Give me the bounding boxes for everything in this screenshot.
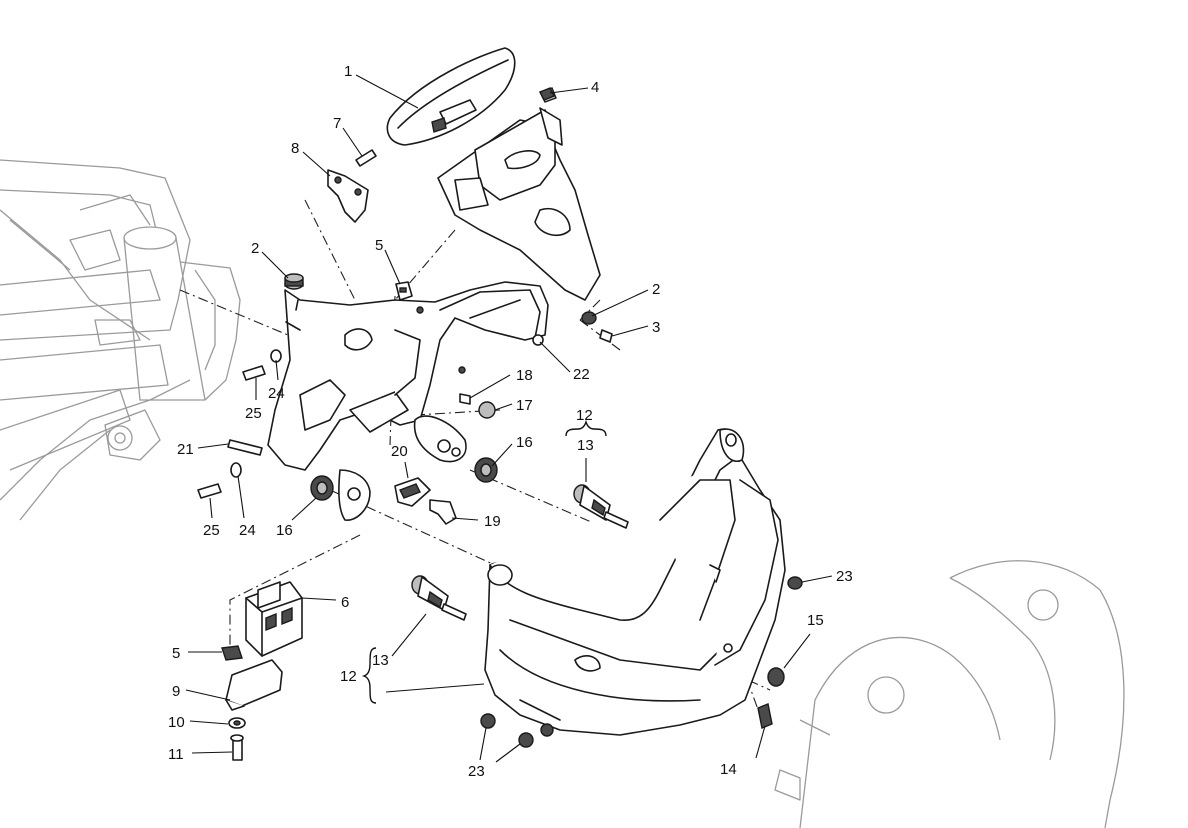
callout-18: 18 (516, 367, 533, 384)
callout-14: 14 (720, 761, 737, 778)
fairing-outline (774, 560, 1125, 828)
callout-7: 7 (333, 115, 341, 132)
headlight-housing (484, 428, 786, 736)
callout-23-upper: 23 (836, 568, 853, 585)
callout-12-upper: 12 (576, 407, 593, 424)
callout-24-lower: 24 (239, 522, 256, 539)
part-2-rubber-right (581, 311, 597, 325)
part-19-elbow-connector (429, 499, 457, 525)
callout-6: 6 (341, 594, 349, 611)
callout-23-lower: 23 (468, 763, 485, 780)
part-11-screw (230, 734, 244, 761)
part-25-screw-upper (242, 365, 266, 381)
upper-instrument-bracket (437, 87, 601, 301)
callout-9: 9 (172, 683, 180, 700)
part-21-screw (227, 439, 263, 456)
part-6-fuse-box (245, 581, 303, 657)
callout-15: 15 (807, 612, 824, 629)
leader-lines (185, 74, 833, 763)
callout-17: 17 (516, 397, 533, 414)
callout-25-lower: 25 (203, 522, 220, 539)
part-16-grommet-right (474, 457, 498, 483)
callout-12-lower: 12 (340, 668, 357, 685)
part-1-instrument-panel (386, 47, 516, 146)
part-20-connector (394, 477, 431, 507)
callout-3: 3 (652, 319, 660, 336)
part-2-rubber-upper (284, 273, 304, 290)
callout-24-upper: 24 (268, 385, 285, 402)
part-10-washer (228, 717, 246, 729)
part-17-bush (478, 401, 496, 419)
part-5-clip-upper (395, 281, 413, 301)
part-3-screw (599, 329, 613, 343)
part-9-bracket (225, 659, 283, 711)
part-5-clip-lower (221, 645, 243, 661)
callout-1: 1 (344, 63, 352, 80)
callout-8: 8 (291, 140, 299, 157)
callout-25-upper: 25 (245, 405, 262, 422)
brace-12-upper (565, 419, 607, 437)
callout-2-upper: 2 (251, 240, 259, 257)
part-14-clip (757, 703, 773, 729)
callout-16-right: 16 (516, 434, 533, 451)
part-4-nut (539, 87, 555, 101)
callout-21: 21 (177, 441, 194, 458)
brace-12-lower (361, 647, 377, 704)
callout-19: 19 (484, 513, 501, 530)
part-8-bracket (327, 169, 369, 223)
part-23-nut-lower-a (480, 713, 496, 729)
part-23-nut-upper (787, 576, 803, 590)
callout-5-lower: 5 (172, 645, 180, 662)
callout-4: 4 (591, 79, 599, 96)
part-13-bulb-lower (411, 575, 467, 621)
callout-16-left: 16 (276, 522, 293, 539)
callout-13-upper: 13 (577, 437, 594, 454)
part-18-screw (459, 393, 471, 405)
callout-13-lower: 13 (372, 652, 389, 669)
part-25-screw-lower (197, 483, 222, 499)
part-16-grommet-left (310, 475, 334, 501)
part-15-bush (767, 667, 785, 687)
callout-2-right: 2 (652, 281, 660, 298)
frame-outline (0, 159, 241, 521)
callout-22: 22 (573, 366, 590, 383)
callout-labels: 1 4 7 8 2 5 2 3 22 18 17 24 25 21 12 13 … (168, 63, 853, 780)
callout-10: 10 (168, 714, 185, 731)
callout-20: 20 (391, 443, 408, 460)
part-23-nut-lower-b (518, 723, 554, 748)
callout-5-upper: 5 (375, 237, 383, 254)
part-13-bulb-upper (573, 484, 629, 529)
main-support-frame (267, 281, 549, 521)
part-24-washer-lower (230, 462, 242, 478)
callout-11: 11 (168, 746, 184, 763)
part-7-screw (355, 149, 377, 167)
